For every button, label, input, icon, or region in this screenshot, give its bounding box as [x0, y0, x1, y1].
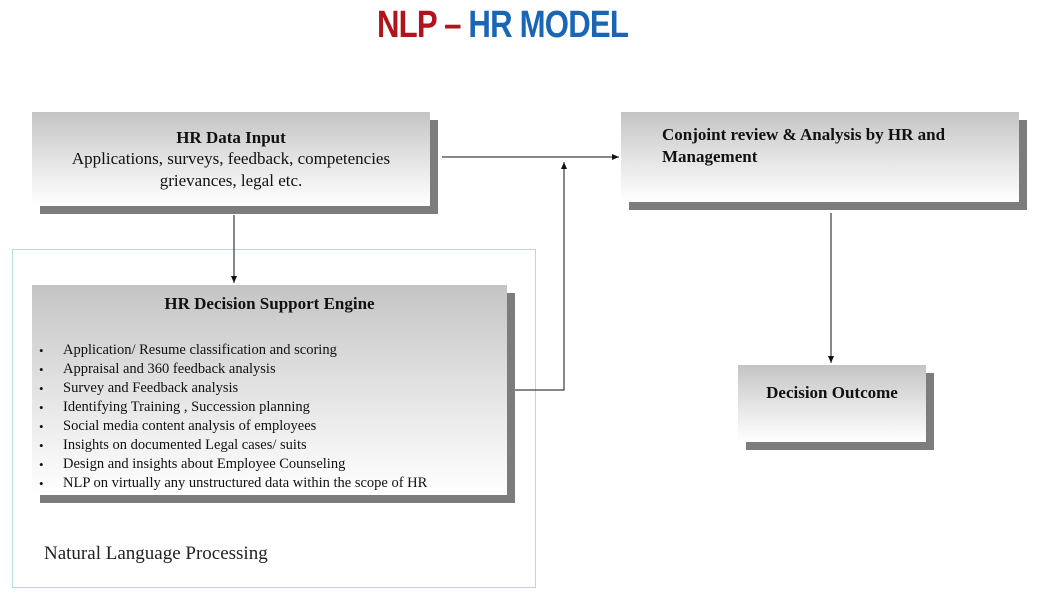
list-item: Survey and Feedback analysis: [32, 379, 507, 398]
hr-data-input-box: HR Data Input Applications, surveys, fee…: [32, 112, 430, 206]
title-separator: –: [436, 4, 469, 46]
hr-data-input-title: HR Data Input: [176, 128, 286, 147]
list-item: Appraisal and 360 feedback analysis: [32, 360, 507, 379]
list-item: Application/ Resume classification and s…: [32, 341, 507, 360]
decision-support-engine-title: HR Decision Support Engine: [164, 294, 375, 313]
decision-support-engine-box: HR Decision Support Engine Application/ …: [32, 285, 507, 495]
nlp-frame: [12, 249, 536, 588]
decision-outcome-box: Decision Outcome: [738, 365, 926, 442]
nlp-frame-label: Natural Language Processing: [44, 543, 268, 564]
list-item: Insights on documented Legal cases/ suit…: [32, 436, 507, 455]
list-item: NLP on virtually any unstructured data w…: [32, 474, 507, 493]
decision-outcome-title: Decision Outcome: [766, 383, 898, 402]
hr-data-input-line-2: grievances, legal etc.: [159, 171, 303, 190]
diagram-title: NLP – HR MODEL: [90, 4, 914, 47]
title-hr-model: HR MODEL: [468, 4, 629, 46]
list-item: Design and insights about Employee Couns…: [32, 455, 507, 474]
list-item: Social media content analysis of employe…: [32, 417, 507, 436]
arrow-engine-to-conjoint: [515, 162, 567, 391]
conjoint-review-box: Conjoint review & Analysis by HR and Man…: [621, 112, 1019, 202]
hr-data-input-line-1: Applications, surveys, feedback, compete…: [71, 149, 391, 168]
title-nlp: NLP: [376, 4, 437, 46]
engine-capability-list: Application/ Resume classification and s…: [32, 341, 507, 493]
conjoint-review-title: Conjoint review & Analysis by HR and Man…: [662, 125, 946, 166]
list-item: Identifying Training , Succession planni…: [32, 398, 507, 417]
